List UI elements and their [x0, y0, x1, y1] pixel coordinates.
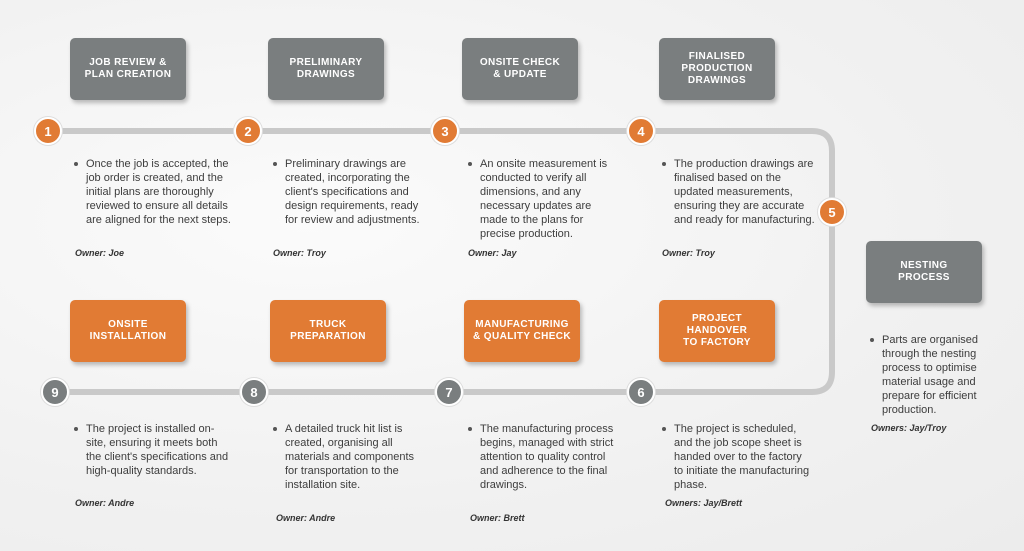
step-2-owner: Owner: Troy — [273, 248, 326, 258]
step-6-text: The project is scheduled, and the job sc… — [674, 423, 810, 491]
step-4-text: The production drawings are finalised ba… — [674, 158, 815, 226]
bullet-icon — [74, 427, 78, 431]
step-1-number: 1 — [34, 117, 62, 145]
step-4-number: 4 — [627, 117, 655, 145]
step-5-text: Parts are organised through the nesting … — [882, 334, 978, 416]
step-2-description: Preliminary drawings are created, incorp… — [273, 157, 428, 227]
step-6-title: PROJECT HANDOVER TO FACTORY — [659, 300, 775, 362]
step-6-description: The project is scheduled, and the job sc… — [662, 422, 812, 492]
step-6-number: 6 — [627, 378, 655, 406]
step-7-owner: Owner: Brett — [470, 513, 525, 523]
bullet-icon — [273, 427, 277, 431]
step-8-text: A detailed truck hit list is created, or… — [285, 423, 415, 491]
step-3-title: ONSITE CHECK & UPDATE — [462, 38, 578, 100]
step-7-number: 7 — [435, 378, 463, 406]
step-3-description: An onsite measurement is conducted to ve… — [468, 157, 616, 241]
step-4-owner: Owner: Troy — [662, 248, 715, 258]
step-4-title: FINALISED PRODUCTION DRAWINGS — [659, 38, 775, 100]
step-8-number: 8 — [240, 378, 268, 406]
step-5-description: Parts are organised through the nesting … — [870, 333, 1004, 417]
step-7-text: The manufacturing process begins, manage… — [480, 423, 614, 491]
step-2-text: Preliminary drawings are created, incorp… — [285, 158, 420, 226]
step-2-title: PRELIMINARY DRAWINGS — [268, 38, 384, 100]
bullet-icon — [662, 427, 666, 431]
step-9-owner: Owner: Andre — [75, 498, 135, 508]
bullet-icon — [468, 162, 472, 166]
step-1-owner: Owner: Joe — [75, 248, 125, 258]
step-8-title: TRUCK PREPARATION — [270, 300, 386, 362]
step-8-description: A detailed truck hit list is created, or… — [273, 422, 421, 492]
step-1-description: Once the job is accepted, the job order … — [74, 157, 234, 227]
step-3-number: 3 — [431, 117, 459, 145]
step-7-title: MANUFACTURING & QUALITY CHECK — [464, 300, 580, 362]
step-8-owner: Owner: Andre — [276, 513, 336, 523]
step-1-text: Once the job is accepted, the job order … — [86, 158, 231, 226]
step-1-title: JOB REVIEW & PLAN CREATION — [70, 38, 186, 100]
step-2-number: 2 — [234, 117, 262, 145]
bullet-icon — [662, 162, 666, 166]
bullet-icon — [468, 427, 472, 431]
step-5-number: 5 — [818, 198, 846, 226]
bullet-icon — [273, 162, 277, 166]
step-3-owner: Owner: Jay — [468, 248, 517, 258]
step-9-title: ONSITE INSTALLATION — [70, 300, 186, 362]
step-5-title: NESTING PROCESS — [866, 241, 982, 303]
bullet-icon — [870, 338, 874, 342]
step-6-owner: Owners: Jay/Brett — [665, 498, 743, 508]
step-3-text: An onsite measurement is conducted to ve… — [480, 158, 608, 240]
step-9-number: 9 — [41, 378, 69, 406]
bullet-icon — [74, 162, 78, 166]
step-5-owner: Owners: Jay/Troy — [871, 423, 947, 433]
step-9-text: The project is installed on-site, ensuri… — [86, 423, 229, 477]
step-4-description: The production drawings are finalised ba… — [662, 157, 817, 227]
step-7-description: The manufacturing process begins, manage… — [468, 422, 623, 492]
step-9-description: The project is installed on-site, ensuri… — [74, 422, 229, 478]
